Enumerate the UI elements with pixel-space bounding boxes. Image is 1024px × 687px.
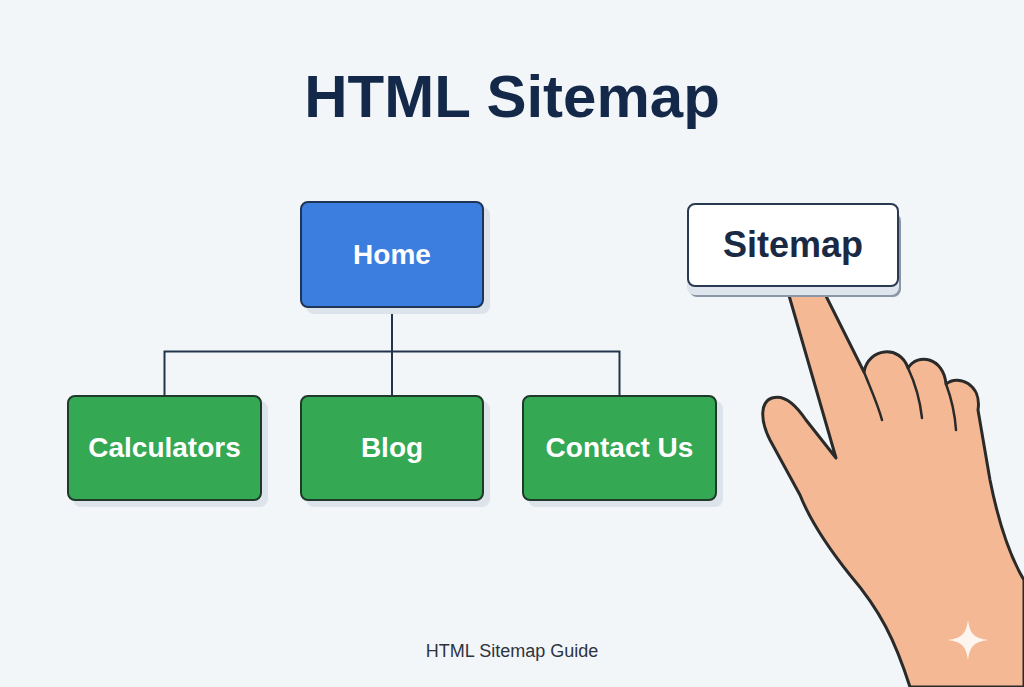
tree-connector xyxy=(165,308,393,395)
node-label: Contact Us xyxy=(546,432,694,464)
node-label: Sitemap xyxy=(723,224,863,266)
pointing-hand xyxy=(763,273,1024,687)
sitemap-button: Sitemap xyxy=(687,203,899,287)
node-label: Calculators xyxy=(88,432,241,464)
root-box: Home xyxy=(300,201,484,308)
page-box: Contact Us xyxy=(522,395,717,501)
page-box: Calculators xyxy=(67,395,262,501)
diagram-caption: HTML Sitemap Guide xyxy=(0,641,1024,662)
sparkle-watermark xyxy=(948,620,988,660)
node-label: Blog xyxy=(361,432,423,464)
node-label: Home xyxy=(353,239,431,271)
diagram-title: HTML Sitemap xyxy=(0,62,1024,131)
page-box: Blog xyxy=(300,395,484,501)
tree-connector xyxy=(392,308,620,395)
